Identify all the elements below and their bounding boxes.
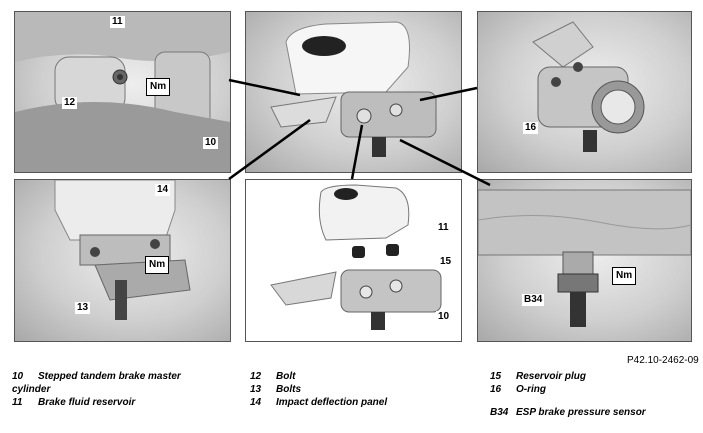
bottom-center-exploded-view [270,184,442,330]
figure-id: P42.10-2462-09 [627,355,699,366]
callout-11-bottom-center: 11 [436,222,451,234]
torque-nm-badge-bottom-left: Nm [145,256,170,274]
callout-10-bottom-center: 10 [436,311,452,323]
bottom-left-illustration [54,180,191,320]
photo-panel-top-right [477,11,692,173]
callout-12: 12 [62,97,78,109]
callout-15: 15 [438,256,454,268]
callout-14: 14 [155,184,171,196]
top-right-illustration [532,21,645,152]
photo-panel-bottom-left [14,179,231,342]
bottom-right-illustration [478,189,691,327]
top-left-illustration [15,12,230,172]
legend-item-continuation: cylinder [12,384,51,395]
callout-b34: B34 [522,294,545,306]
callout-11-top-left: 11 [110,16,125,28]
top-center-illustration [270,21,437,157]
photo-panel-bottom-center [245,179,462,342]
photo-panel-top-center [245,11,462,173]
photo-panel-top-left [14,11,231,173]
callout-13: 13 [75,302,91,314]
photo-panel-bottom-right [477,179,692,342]
torque-nm-badge-top-left: Nm [146,78,171,96]
callout-10-top-left: 10 [203,137,219,149]
callout-16: 16 [523,122,539,134]
torque-nm-badge-bottom-right: Nm [612,267,637,285]
